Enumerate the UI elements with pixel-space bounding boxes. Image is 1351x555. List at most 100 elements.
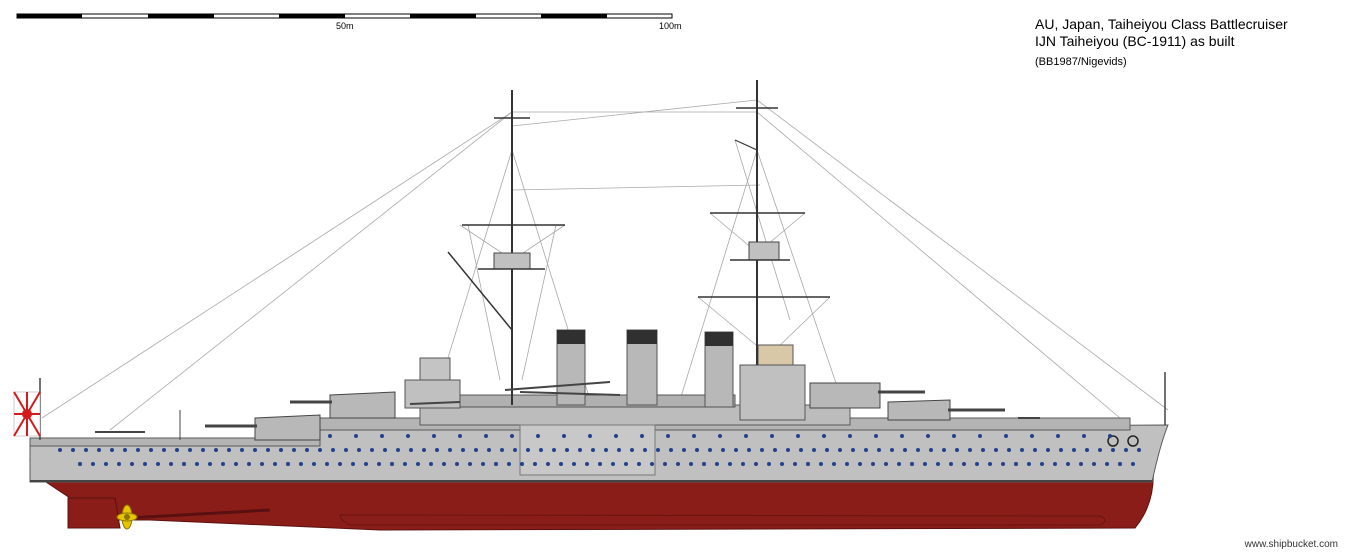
porthole — [796, 434, 800, 438]
porthole — [845, 462, 849, 466]
porthole — [1124, 448, 1128, 452]
rising-sun-ensign-icon — [13, 391, 41, 437]
porthole — [978, 434, 982, 438]
porthole — [676, 462, 680, 466]
porthole — [338, 462, 342, 466]
porthole — [770, 434, 774, 438]
porthole — [656, 448, 660, 452]
porthole — [1131, 462, 1135, 466]
porthole — [247, 462, 251, 466]
anchors — [1107, 435, 1139, 447]
porthole — [773, 448, 777, 452]
porthole — [380, 434, 384, 438]
turret-aft-superfiring — [290, 391, 396, 419]
porthole — [474, 448, 478, 452]
porthole — [481, 462, 485, 466]
porthole — [916, 448, 920, 452]
porthole — [1040, 462, 1044, 466]
porthole — [864, 448, 868, 452]
porthole — [97, 448, 101, 452]
porthole — [383, 448, 387, 452]
porthole — [377, 462, 381, 466]
porthole — [156, 462, 160, 466]
quarter-deck — [29, 437, 321, 447]
porthole — [741, 462, 745, 466]
porthole — [585, 462, 589, 466]
porthole — [143, 462, 147, 466]
porthole — [84, 448, 88, 452]
rudder — [67, 497, 121, 529]
porthole — [562, 434, 566, 438]
porthole — [611, 462, 615, 466]
porthole — [702, 462, 706, 466]
porthole — [981, 448, 985, 452]
porthole — [195, 462, 199, 466]
porthole — [455, 462, 459, 466]
porthole — [328, 434, 332, 438]
porthole — [578, 448, 582, 452]
porthole — [526, 448, 530, 452]
porthole — [536, 434, 540, 438]
porthole — [682, 448, 686, 452]
fore-mast — [698, 80, 830, 365]
porthole — [227, 448, 231, 452]
porthole — [624, 462, 628, 466]
porthole — [1105, 462, 1109, 466]
porthole — [669, 448, 673, 452]
porthole — [240, 448, 244, 452]
porthole — [923, 462, 927, 466]
porthole — [1118, 462, 1122, 466]
porthole — [598, 462, 602, 466]
site-watermark: www.shipbucket.com — [1244, 539, 1338, 550]
porthole — [884, 462, 888, 466]
porthole — [533, 462, 537, 466]
porthole — [747, 448, 751, 452]
porthole — [494, 462, 498, 466]
porthole — [104, 462, 108, 466]
porthole — [744, 434, 748, 438]
porthole — [1001, 462, 1005, 466]
porthole — [390, 462, 394, 466]
porthole — [692, 434, 696, 438]
porthole — [663, 462, 667, 466]
porthole — [403, 462, 407, 466]
porthole — [299, 462, 303, 466]
porthole — [793, 462, 797, 466]
porthole — [123, 448, 127, 452]
porthole — [614, 434, 618, 438]
porthole — [331, 448, 335, 452]
porthole — [1053, 462, 1057, 466]
porthole — [429, 462, 433, 466]
porthole — [221, 462, 225, 466]
porthole — [650, 462, 654, 466]
porthole — [1072, 448, 1076, 452]
porthole — [513, 448, 517, 452]
propeller-icon — [116, 504, 138, 530]
porthole — [617, 448, 621, 452]
porthole — [487, 448, 491, 452]
porthole — [897, 462, 901, 466]
porthole — [666, 434, 670, 438]
porthole — [442, 462, 446, 466]
main-mast — [447, 90, 565, 405]
porthole — [1020, 448, 1024, 452]
porthole — [507, 462, 511, 466]
porthole — [588, 434, 592, 438]
funnels — [556, 329, 734, 408]
porthole — [643, 448, 647, 452]
porthole — [1004, 434, 1008, 438]
porthole — [396, 448, 400, 452]
porthole — [149, 448, 153, 452]
porthole — [409, 448, 413, 452]
porthole — [604, 448, 608, 452]
scale-label-50m: 50m — [336, 21, 354, 31]
porthole — [510, 434, 514, 438]
porthole — [432, 434, 436, 438]
porthole — [91, 462, 95, 466]
porthole — [1033, 448, 1037, 452]
porthole — [208, 462, 212, 466]
porthole — [370, 448, 374, 452]
porthole — [715, 462, 719, 466]
porthole — [695, 448, 699, 452]
porthole — [1014, 462, 1018, 466]
